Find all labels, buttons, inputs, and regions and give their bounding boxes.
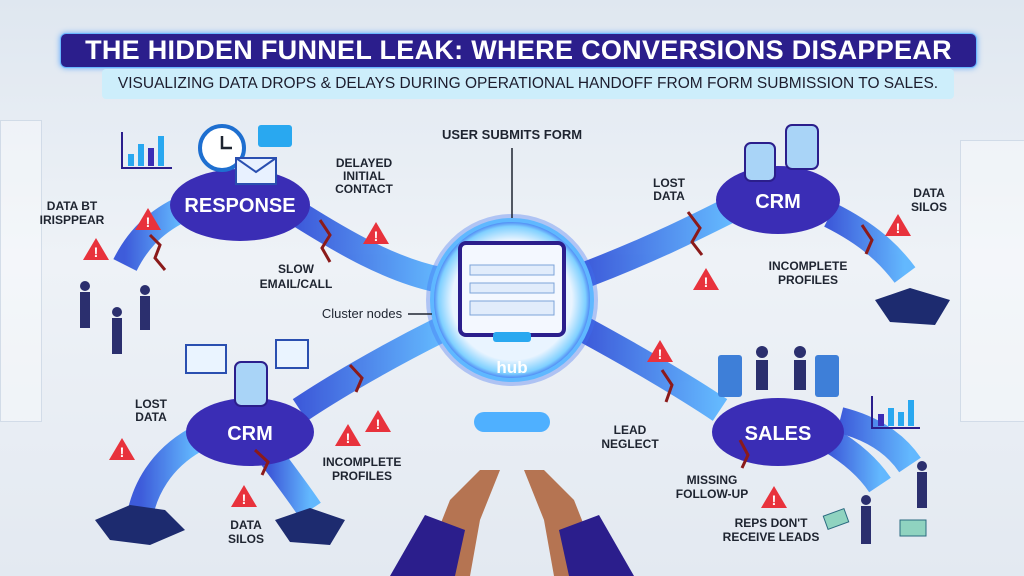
people-figures [80,281,927,544]
salesperson-figure [794,346,806,358]
bar-chart-icon [121,132,172,169]
flow-sales-out-2 [836,407,921,473]
crack-hole-icon [95,505,185,545]
user-submits-form-label: USER SUBMITS FORM [442,127,582,142]
node-response-label: RESPONSE [184,195,295,217]
warning-icon-glyph: ! [94,244,99,260]
crack-hole-icon [275,508,345,545]
warning-icon-glyph: ! [146,214,151,230]
crack-marks [148,211,874,476]
background-window [0,120,42,422]
database-icon [785,124,819,170]
node-crm-top: CRM [716,124,840,234]
flow-hub-sales [578,318,728,421]
document-list-icon [275,339,309,369]
warning-icon [135,208,161,230]
salesperson-figure [756,346,768,358]
warning-icons: !!!!!!!!!!! [83,208,911,508]
analytics-chart-icon [185,344,227,374]
warning-icon [761,486,787,508]
warning-icon [83,238,109,260]
phone-icon [718,355,742,397]
warning-icon [231,485,257,507]
node-sales: SALES [712,346,844,466]
flow-hub-response [293,203,443,293]
hole-icons [95,288,950,545]
warning-icon [363,222,389,244]
right-sleeve [559,515,634,576]
node-response: RESPONSE [170,124,310,241]
database-icon [234,361,268,407]
hub-label: hub [496,358,527,377]
submit-button[interactable] [474,412,550,432]
warning-icon-glyph: ! [376,416,381,432]
chat-bubble-icon [258,125,292,147]
warning-icon [335,424,361,446]
warning-icon-glyph: ! [374,228,379,244]
flow-hub-crm-top [580,198,736,288]
database-icon [744,142,776,182]
warning-icon-glyph: ! [704,274,709,290]
money-icons [822,508,927,537]
background-window [960,140,1024,422]
warning-icon-glyph: ! [346,430,351,446]
flow-response-out [113,198,187,272]
cluster-nodes-label: Cluster nodes [322,306,403,321]
hub[interactable]: hub [426,214,598,386]
flow-hub-crm-bottom [292,318,446,421]
warning-icon [647,340,673,362]
crack-hole-icon [875,288,950,325]
page-title: THE HIDDEN FUNNEL LEAK: WHERE CONVERSION… [60,33,977,68]
phone-icon [815,355,839,397]
warning-icon [885,214,911,236]
page-subtitle: VISUALIZING DATA DROPS & DELAYS DURING O… [102,69,954,99]
warning-icon-glyph: ! [896,220,901,236]
submit-button-icon [493,332,531,342]
node-sales-label: SALES [745,423,812,445]
warning-icon-glyph: ! [772,492,777,508]
flow-crm-top-out [824,203,916,283]
warning-icon-glyph: ! [242,491,247,507]
warning-icon-glyph: ! [120,444,125,460]
flow-crm-bottom-out-left [127,428,202,518]
warning-icon [693,268,719,290]
node-crm-top-label: CRM [755,191,801,213]
flow-crm-bottom-out-right [259,447,321,518]
clock-hands [220,136,232,150]
node-crm-bottom: CRM [185,339,314,466]
warning-icon-glyph: ! [658,346,663,362]
node-crm-bottom-label: CRM [227,423,273,445]
warning-icon [109,438,135,460]
left-sleeve [390,515,465,576]
warning-icon [365,410,391,432]
bar-chart-icon [871,396,920,429]
